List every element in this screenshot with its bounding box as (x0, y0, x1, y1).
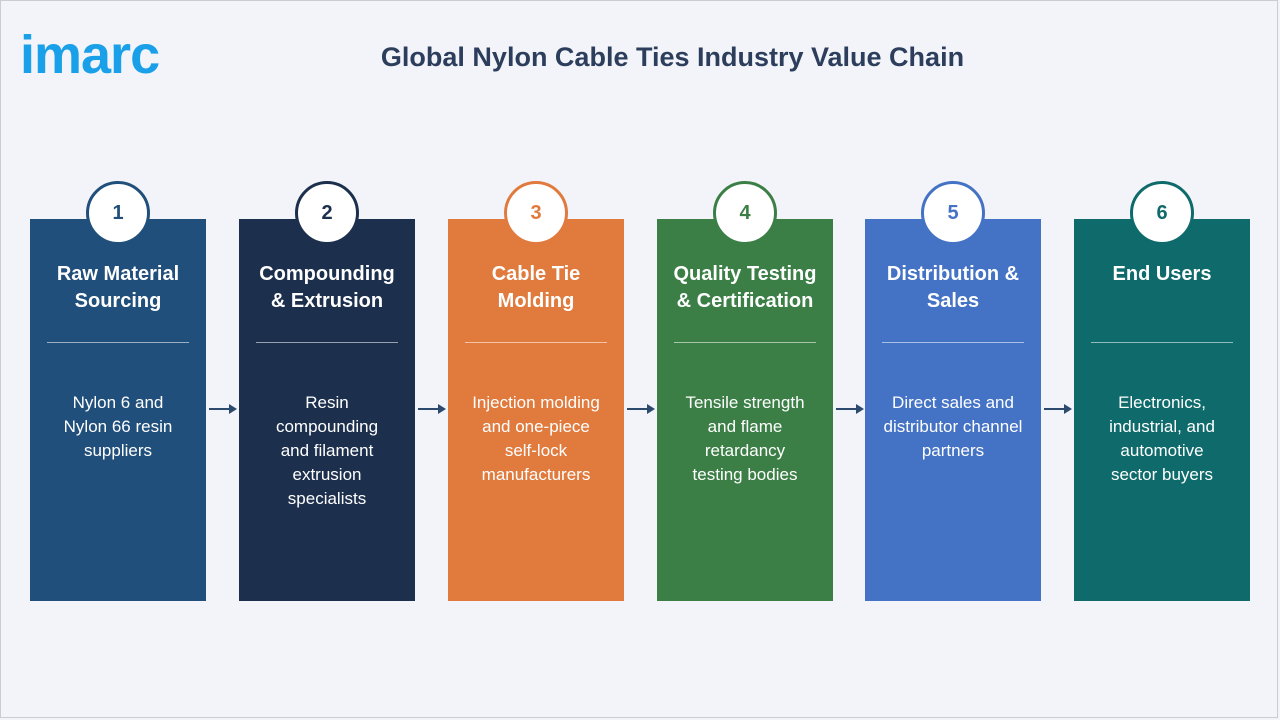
stage-number-badge: 4 (713, 181, 777, 245)
flow-arrow-icon (418, 404, 446, 414)
stage-number-badge: 6 (1130, 181, 1194, 245)
logo-text: imarc (20, 25, 160, 85)
stage-number-badge: 2 (295, 181, 359, 245)
stage-number-badge: 3 (504, 181, 568, 245)
flow-arrow-icon (209, 404, 237, 414)
stage-number-badge: 1 (86, 181, 150, 245)
stage-title: Distribution &Sales (886, 263, 1020, 312)
flow-arrow-icon (627, 404, 655, 414)
flow-arrow-icon (1044, 404, 1072, 414)
stage-divider (256, 342, 398, 343)
stage-divider (47, 342, 189, 343)
stage-divider (465, 342, 607, 343)
stage-title: End Users (1112, 263, 1212, 285)
flow-arrow-icon (836, 404, 864, 414)
stage-title: Quality Testing& Certification (673, 263, 817, 312)
stage-divider (674, 342, 816, 343)
stage-divider (882, 342, 1024, 343)
stage-number-badge: 5 (921, 181, 985, 245)
stage-divider (1091, 342, 1233, 343)
stage-title: Compounding& Extrusion (259, 263, 395, 312)
imarc-logo: imarc (20, 25, 160, 85)
page-title: Global Nylon Cable Ties Industry Value C… (380, 42, 965, 72)
